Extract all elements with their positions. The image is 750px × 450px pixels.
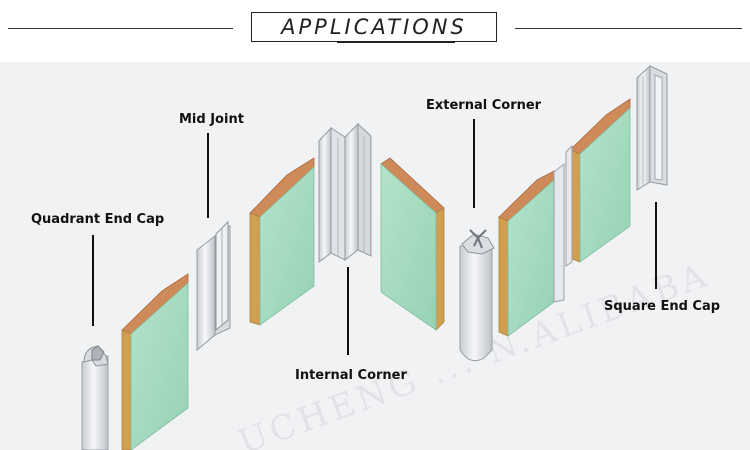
wall-panel-2 (249, 157, 315, 326)
wall-panel-1 (121, 273, 189, 450)
label-mid-joint: Mid Joint (179, 112, 244, 127)
square-end-cap-profile (636, 64, 668, 191)
mid-joint-profile (196, 220, 231, 352)
wall-panel-4 (498, 162, 565, 337)
title-rule-left (8, 28, 233, 29)
title-box: APPLICATIONS (251, 12, 497, 42)
label-internal-corner: Internal Corner (295, 368, 407, 383)
quadrant-end-cap-profile (81, 345, 109, 450)
title-underline (337, 41, 455, 43)
wall-panel-5 (565, 98, 631, 267)
label-square-end-cap: Square End Cap (604, 299, 721, 314)
page-title: APPLICATIONS (281, 15, 467, 39)
title-rule-right (515, 28, 742, 29)
label-external-corner: External Corner (426, 98, 542, 113)
external-corner-profile (459, 229, 495, 362)
internal-corner-profile (318, 122, 372, 263)
wall-panel-3 (380, 157, 445, 331)
label-quadrant-end-cap: Quadrant End Cap (31, 212, 165, 227)
